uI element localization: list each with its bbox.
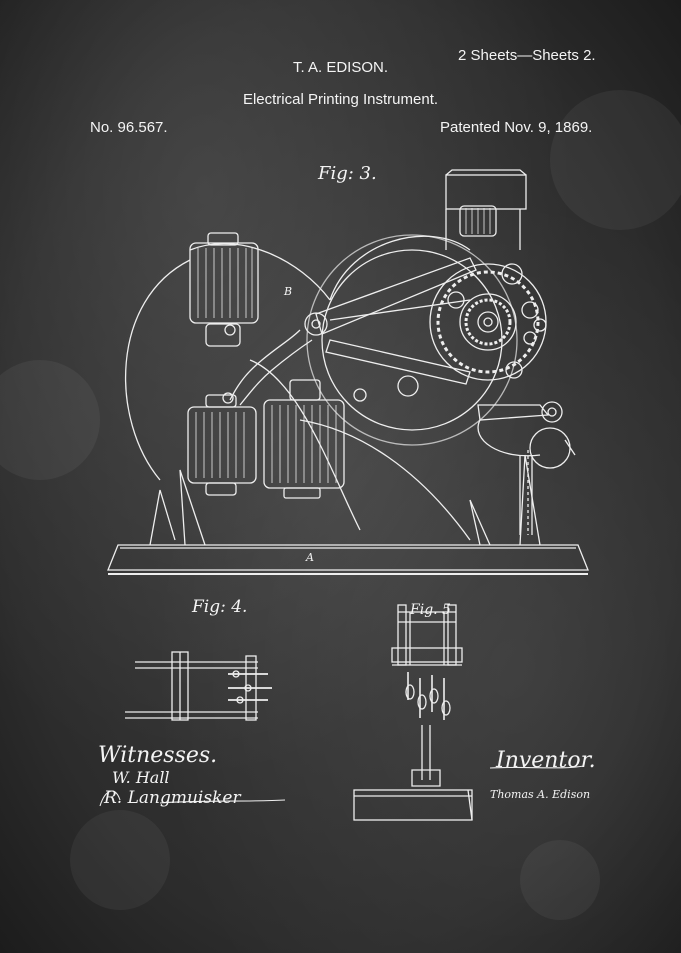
part-label-a: A [306,551,314,564]
fig4-label: Fig: 4. [192,597,248,617]
fig3-drawing [107,169,589,575]
patent-date: Patented Nov. 9, 1869. [440,119,593,136]
part-label-b: B [284,285,293,298]
fig5-drawing [353,604,473,821]
sheets-count: 2 Sheets—Sheets 2. [458,47,596,64]
inventor-signature: Thomas A. Edison [490,788,591,801]
fig4-drawing [125,651,272,721]
signature-flourishes [99,765,585,807]
invention-title: Electrical Printing Instrument. [242,91,439,108]
witness-1-signature: W. Hall [112,768,170,787]
patent-number: No. 96.567. [90,119,168,136]
upper-coil [189,242,259,324]
inventor-name: T. A. EDISON. [292,59,389,76]
lower-coil [187,406,257,484]
witness-2-signature: R. Langmuisker [104,788,241,808]
witnesses-label: Witnesses. [98,743,218,768]
base-plate [107,544,589,571]
type-wheel-gear [429,263,547,381]
fig3-label: Fig: 3. [318,163,377,184]
inventor-label: Inventor. [496,748,596,773]
fig5-label: Fig. 5 [410,602,451,618]
